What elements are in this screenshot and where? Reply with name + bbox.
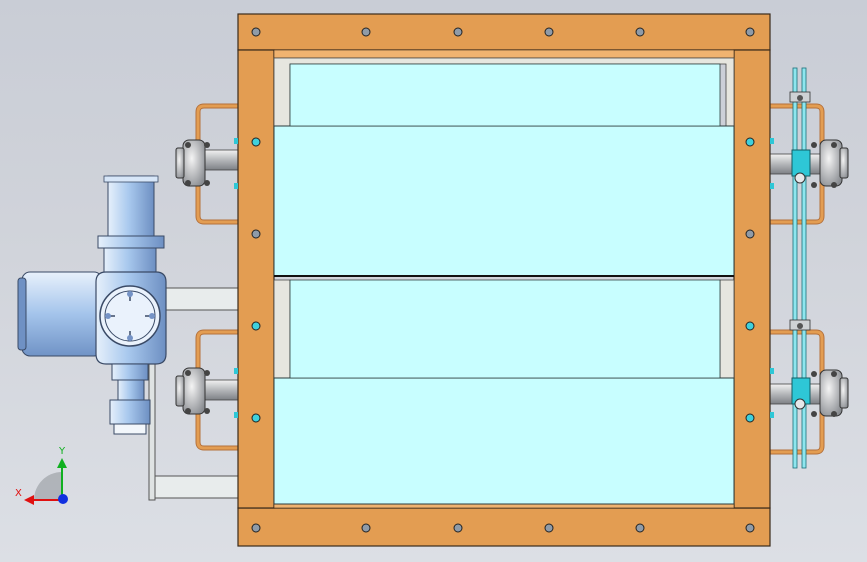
bolt-hole-icon [745,229,755,239]
bolt-hole-icon [745,523,755,533]
bolt-hole-icon [544,523,554,533]
y-axis-label: Y [58,446,66,457]
bolt-hole-icon [453,523,463,533]
bolt-hole-icon [745,321,755,331]
bearing-hub-icon [819,369,843,417]
bolt-hole-icon [251,413,261,423]
inner-liner [273,57,735,379]
bolt-hole-icon [251,137,261,147]
bolt-hole-icon [635,523,645,533]
bolt-hole-icon [361,523,371,533]
bolt-hole-icon [745,413,755,423]
actuator-motor [21,271,103,357]
bolt-hole-icon [251,523,261,533]
bolt-hole-icon [251,321,261,331]
handwheel-icon[interactable] [99,285,161,347]
bolt-holes [251,27,755,533]
left-shaft-assembly-top [175,103,241,225]
linkage-rods [789,67,811,469]
bolt-hole-icon [361,27,371,37]
bolt-hole-icon [635,27,645,37]
shaft-pins [234,138,774,418]
bolt-hole-icon [251,229,261,239]
bolt-hole-icon [251,27,261,37]
coordinate-triad: Y X [15,446,68,505]
bolt-hole-icon [745,27,755,37]
x-axis-label: X [15,488,22,499]
damper-blades [273,63,735,505]
bolt-hole-icon [544,27,554,37]
actuator-column [107,175,155,239]
bearing-hub-icon [819,139,843,187]
electric-actuator[interactable] [17,175,167,435]
bolt-hole-icon [745,137,755,147]
bolt-hole-icon [453,27,463,37]
left-shaft-assembly-bottom [175,329,241,451]
